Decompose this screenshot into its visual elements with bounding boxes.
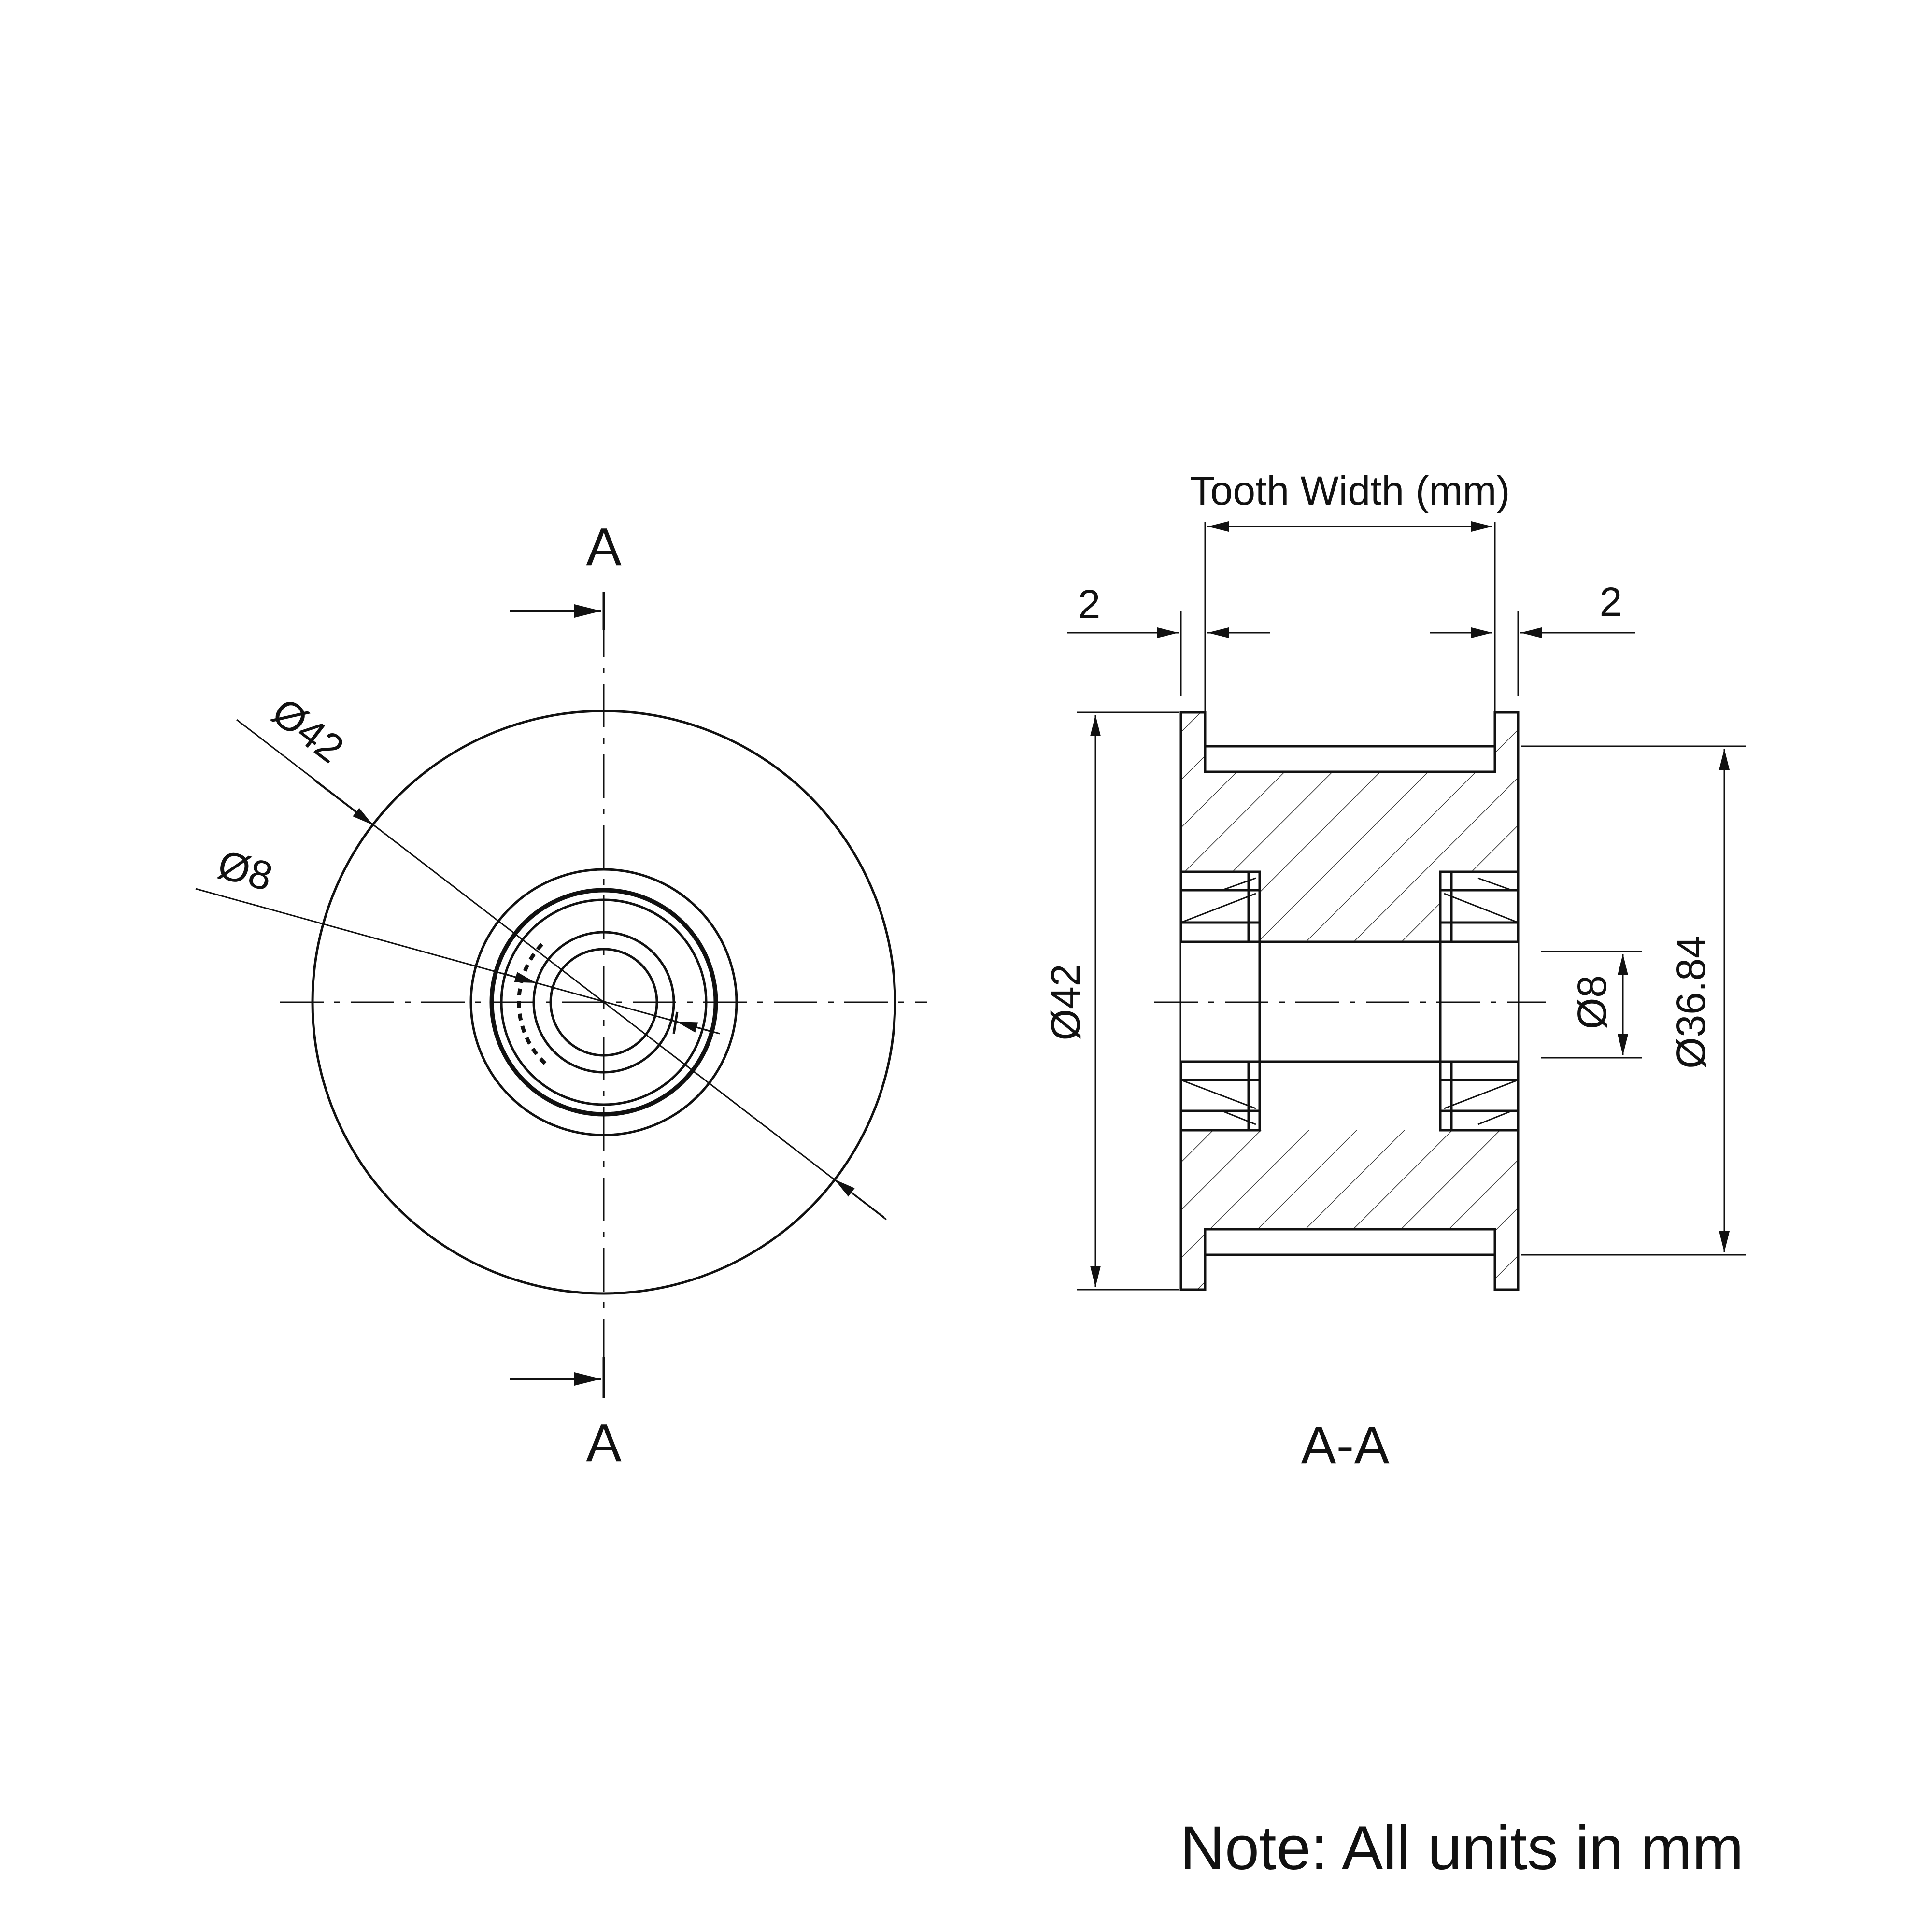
section-mark-bottom: A	[586, 1413, 622, 1473]
outer-diameter-label: Ø42	[264, 689, 352, 771]
bore-circle	[549, 948, 658, 1057]
bearing-upper-right	[1439, 870, 1520, 943]
section-hatch-upper	[1181, 712, 1518, 942]
section-bore-diameter-label: Ø8	[1569, 975, 1615, 1029]
bearing-inner-ring	[532, 931, 675, 1074]
bore-diameter-label: Ø8	[213, 841, 277, 900]
bearing-upper-left	[1179, 870, 1261, 943]
section-hatch-lower	[1181, 1062, 1518, 1290]
front-view: A A Ø42 Ø8	[195, 517, 927, 1473]
bearing-outer-ring-inner-edge	[500, 898, 708, 1106]
section-outer-diameter-label: Ø42	[1043, 964, 1088, 1041]
bore-diameter-leader	[195, 888, 720, 1035]
outer-diameter-arrow-upper	[313, 779, 373, 826]
section-view: Tooth Width (mm) 2 2 Ø42 Ø8 Ø36.84 A-A	[1043, 468, 1746, 1475]
bore-diameter-arrow-right	[676, 1021, 710, 1033]
outer-flange-circle	[311, 710, 896, 1295]
bore-diameter-arrow-left	[502, 972, 537, 984]
tooth-band-upper	[1204, 745, 1496, 773]
bearing-lower-right	[1439, 1060, 1520, 1132]
tooth-width-label: Tooth Width (mm)	[1190, 468, 1510, 513]
flange-left-label: 2	[1078, 582, 1101, 627]
units-note: Note: All units in mm	[1180, 1814, 1744, 1883]
flange-right-label: 2	[1600, 579, 1622, 625]
tooth-band-lower	[1204, 1228, 1496, 1256]
bearing-lower-left	[1179, 1060, 1261, 1132]
hub-outer-circle	[469, 868, 738, 1136]
section-mark-top: A	[586, 517, 622, 577]
ball-track-arc	[517, 943, 548, 1066]
bore-dimension-tick	[672, 1011, 679, 1034]
bearing-outer-ring	[489, 888, 718, 1117]
section-title: A-A	[1301, 1416, 1390, 1475]
outer-diameter-arrow-lower	[834, 1179, 884, 1218]
pitch-diameter-label: Ø36.84	[1668, 936, 1714, 1069]
